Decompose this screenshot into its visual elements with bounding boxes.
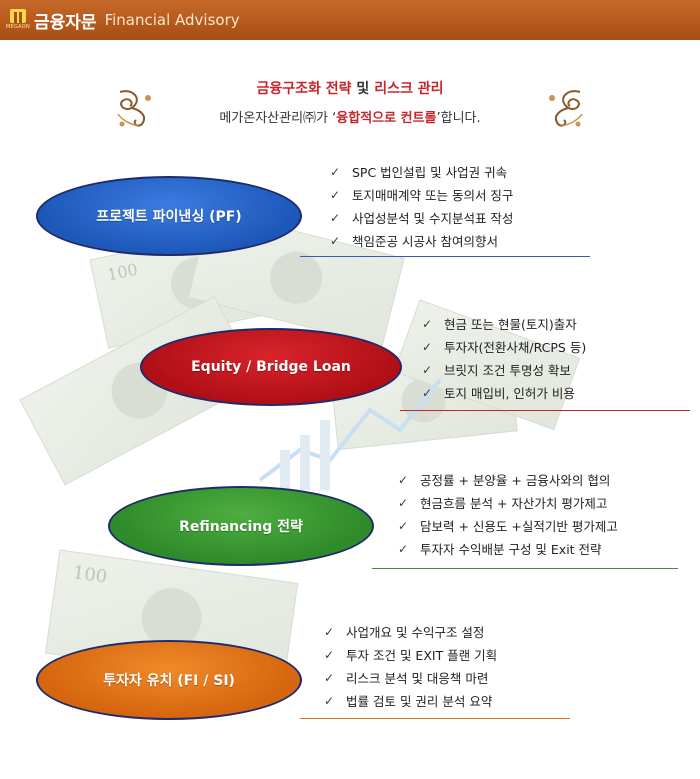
list-item-text: 투자 조건 및 EXIT 플랜 기획 — [346, 648, 498, 663]
section-pf-title: 프로젝트 파이낸싱 (PF) — [96, 209, 242, 225]
checkmark-icon: ✓ — [324, 647, 335, 662]
logo-text: MEGAON — [5, 24, 31, 30]
list-item-text: 법률 검토 및 권리 분석 요약 — [346, 694, 493, 709]
list-item-text: 투자자 수익배분 구성 및 Exit 전략 — [420, 542, 602, 557]
headline-strategy: 금융구조화 전략 — [256, 81, 352, 97]
checkmark-icon: ✓ — [422, 362, 433, 377]
checkmark-icon: ✓ — [422, 339, 433, 354]
checkmark-icon: ✓ — [398, 518, 409, 533]
flourish-ornament-icon — [117, 90, 151, 127]
list-item-text: 토지 매입비, 인허가 비용 — [444, 386, 575, 401]
headline-conjunction: 및 — [351, 81, 375, 97]
list-item-text: 담보력 + 신용도 +실적기반 평가제고 — [420, 519, 618, 534]
checkmark-icon: ✓ — [324, 693, 335, 708]
subline-prefix: 메가온자산관리㈜가 ‘ — [219, 111, 337, 126]
logo-mark-icon — [10, 9, 26, 23]
section-equity-title: Equity / Bridge Loan — [191, 359, 351, 375]
section-investor-list: ✓ 사업개요 및 수익구조 설정 ✓ 투자 조건 및 EXIT 플랜 기획 ✓ 리스크… — [324, 620, 497, 712]
checkmark-icon: ✓ — [398, 541, 409, 556]
section-refinancing-badge: Refinancing 전략 — [108, 486, 374, 566]
section-pf-badge: 프로젝트 파이낸싱 (PF) — [36, 176, 302, 256]
section-refinancing-divider — [372, 568, 678, 569]
svg-text:100: 100 — [72, 562, 109, 588]
list-item-text: 현금 또는 현물(토지)출자 — [444, 317, 577, 332]
intro-block: 금융구조화 전략 및 리스크 관리 메가온자산관리㈜가 ‘융합적으로 컨트롤’합… — [0, 78, 700, 126]
list-item-text: 책임준공 시공사 참여의향서 — [352, 234, 498, 249]
flourish-ornament-icon — [549, 90, 583, 127]
megaon-logo[interactable]: MEGAON — [6, 9, 30, 31]
list-item: ✓ 공정률 + 분양율 + 금융사와의 협의 — [398, 468, 618, 491]
subline-suffix: ’합니다. — [436, 111, 481, 126]
list-item-text: SPC 법인설립 및 사업권 귀속 — [352, 165, 508, 180]
list-item: ✓ 리스크 분석 및 대응책 마련 — [324, 666, 497, 689]
list-item: ✓ 담보력 + 신용도 +실적기반 평가제고 — [398, 514, 618, 537]
checkmark-icon: ✓ — [330, 233, 341, 248]
section-equity-badge: Equity / Bridge Loan — [140, 328, 402, 406]
list-item-text: 사업성분석 및 수지분석표 작성 — [352, 211, 514, 226]
list-item: ✓ 투자자(전환사채/RCPS 등) — [422, 335, 586, 358]
checkmark-icon: ✓ — [330, 210, 341, 225]
checkmark-icon: ✓ — [422, 385, 433, 400]
checkmark-icon: ✓ — [330, 187, 341, 202]
section-equity-list: ✓ 현금 또는 현물(토지)출자 ✓ 투자자(전환사채/RCPS 등) ✓ 브릿지 조… — [422, 312, 586, 404]
page-subtitle: Financial Advisory — [104, 11, 240, 29]
list-item: ✓ 토지매매계약 또는 동의서 징구 — [330, 183, 513, 206]
list-item-text: 투자자(전환사채/RCPS 등) — [444, 340, 587, 355]
list-item: ✓ 현금흐름 분석 + 자산가치 평가제고 — [398, 491, 618, 514]
list-item-text: 리스크 분석 및 대응책 마련 — [346, 671, 489, 686]
section-pf-list: ✓ SPC 법인설립 및 사업권 귀속 ✓ 토지매매계약 또는 동의서 징구 ✓ 사업… — [330, 160, 513, 252]
checkmark-icon: ✓ — [398, 472, 409, 487]
checkmark-icon: ✓ — [422, 316, 433, 331]
checkmark-icon: ✓ — [324, 670, 335, 685]
list-item: ✓ 사업개요 및 수익구조 설정 — [324, 620, 497, 643]
list-item: ✓ 현금 또는 현물(토지)출자 — [422, 312, 586, 335]
list-item-text: 토지매매계약 또는 동의서 징구 — [352, 188, 514, 203]
list-item: ✓ SPC 법인설립 및 사업권 귀속 — [330, 160, 513, 183]
page-title: 금융자문 — [34, 12, 97, 33]
headline-risk: 리스크 관리 — [374, 81, 444, 97]
list-item-text: 브릿지 조건 투명성 확보 — [444, 363, 571, 378]
list-item: ✓ 투자 조건 및 EXIT 플랜 기획 — [324, 643, 497, 666]
list-item-text: 공정률 + 분양율 + 금융사와의 협의 — [420, 473, 611, 488]
section-investor-divider — [300, 718, 570, 719]
section-equity-divider — [400, 410, 690, 411]
intro-subline: 메가온자산관리㈜가 ‘융합적으로 컨트롤’합니다. — [0, 107, 700, 126]
section-refinancing-title: Refinancing 전략 — [179, 519, 303, 535]
checkmark-icon: ✓ — [324, 624, 335, 639]
section-refinancing-list: ✓ 공정률 + 분양율 + 금융사와의 협의 ✓ 현금흐름 분석 + 자산가치 평가… — [398, 468, 618, 560]
header-bar: MEGAON 금융자문 Financial Advisory — [0, 0, 700, 40]
list-item: ✓ 브릿지 조건 투명성 확보 — [422, 358, 586, 381]
list-item-text: 사업개요 및 수익구조 설정 — [346, 625, 485, 640]
list-item: ✓ 투자자 수익배분 구성 및 Exit 전략 — [398, 537, 618, 560]
section-investor-badge: 투자자 유치 (FI / SI) — [36, 640, 302, 720]
checkmark-icon: ✓ — [330, 164, 341, 179]
list-item: ✓ 사업성분석 및 수지분석표 작성 — [330, 206, 513, 229]
checkmark-icon: ✓ — [398, 495, 409, 510]
list-item: ✓ 법률 검토 및 권리 분석 요약 — [324, 689, 497, 712]
section-pf-divider — [300, 256, 590, 257]
svg-text:100: 100 — [106, 260, 140, 285]
list-item-text: 현금흐름 분석 + 자산가치 평가제고 — [420, 496, 608, 511]
subline-highlight: 융합적으로 컨트롤 — [336, 111, 437, 126]
section-investor-title: 투자자 유치 (FI / SI) — [103, 673, 235, 689]
list-item: ✓ 토지 매입비, 인허가 비용 — [422, 381, 586, 404]
list-item: ✓ 책임준공 시공사 참여의향서 — [330, 229, 513, 252]
intro-headline: 금융구조화 전략 및 리스크 관리 — [0, 78, 700, 98]
